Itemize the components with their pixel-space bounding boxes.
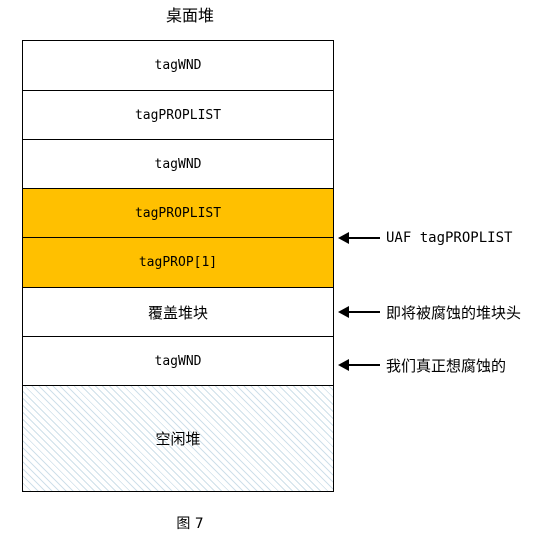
annotation-corrupted-header-label: 即将被腐蚀的堆块头 — [386, 303, 522, 322]
heap-block-tagwnd-2: tagWND — [23, 140, 333, 189]
heap-block-tagwnd-1: tagWND — [23, 41, 333, 91]
annotation-target: 我们真正想腐蚀的 — [338, 355, 506, 375]
annotation-uaf-label: UAF tagPROPLIST — [386, 230, 513, 246]
heap-block-tagprop: tagPROP[1] — [23, 238, 333, 288]
heap-block-tagwnd-3: tagWND — [23, 337, 333, 386]
arrow-left-icon — [338, 355, 380, 375]
annotation-target-label: 我们真正想腐蚀的 — [386, 356, 507, 375]
arrow-left-icon — [338, 302, 380, 322]
figure-caption: 图 7 — [176, 516, 204, 532]
heap-block-tagproplist-uaf: tagPROPLIST — [23, 189, 333, 238]
heap-block-free-heap: 空闲堆 — [23, 386, 333, 491]
heap-block-overwrite: 覆盖堆块 — [23, 288, 333, 337]
arrow-left-icon — [338, 228, 380, 248]
heap-stack: tagWND tagPROPLIST tagWND tagPROPLIST ta… — [22, 40, 334, 492]
annotation-corrupted-header: 即将被腐蚀的堆块头 — [338, 302, 521, 322]
heap-block-tagproplist-1: tagPROPLIST — [23, 91, 333, 140]
diagram-title: 桌面堆 — [165, 6, 214, 25]
annotation-uaf: UAF tagPROPLIST — [338, 228, 512, 248]
